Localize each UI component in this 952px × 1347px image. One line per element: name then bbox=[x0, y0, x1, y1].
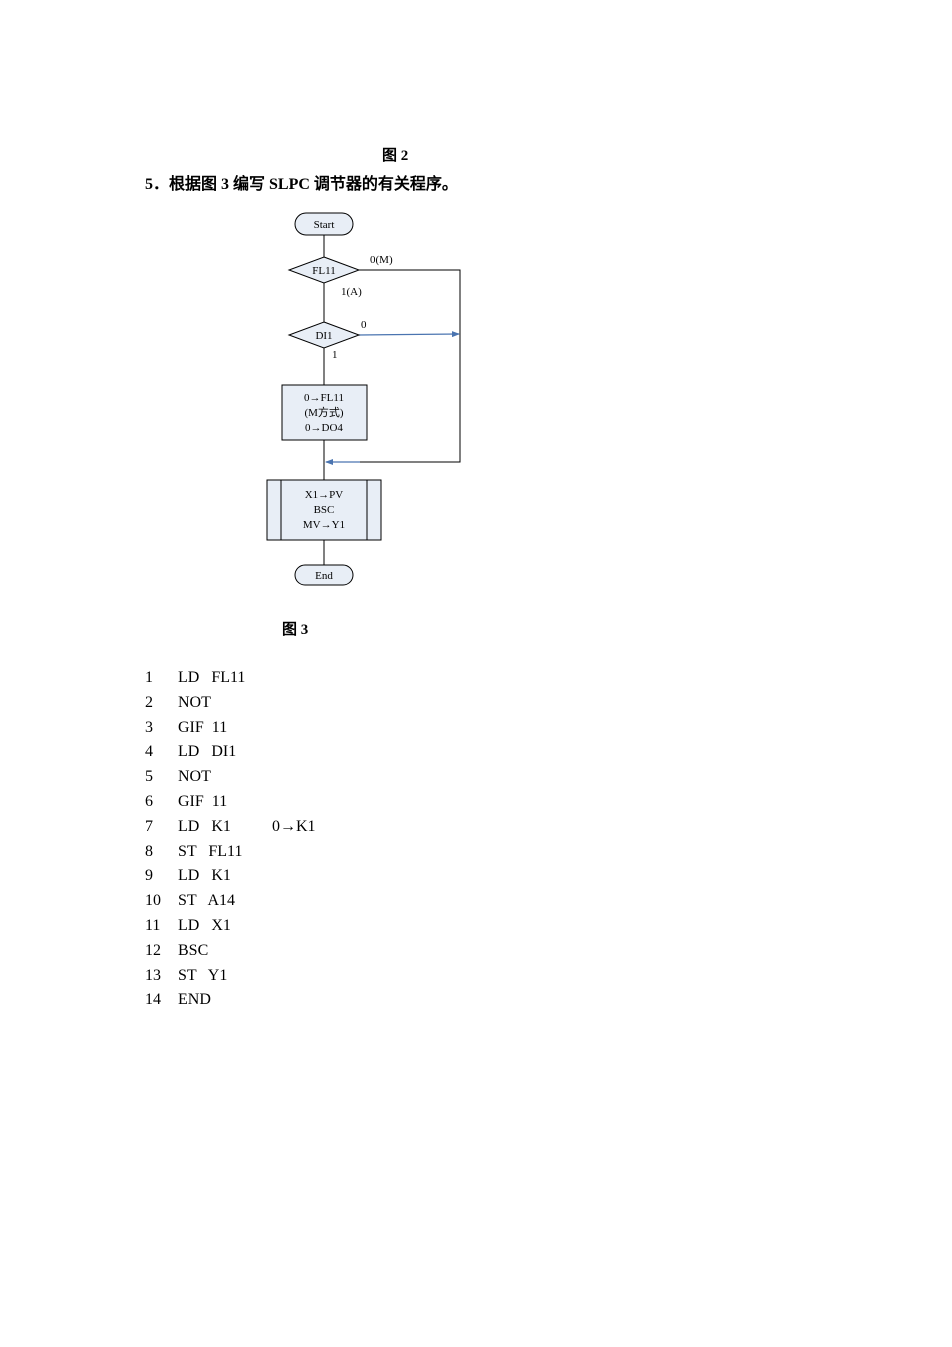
end-label: End bbox=[315, 570, 333, 582]
line-number: 10 bbox=[145, 892, 161, 910]
instruction: ST FL11 bbox=[178, 842, 243, 860]
line-number: 2 bbox=[145, 693, 153, 711]
line-number: 12 bbox=[145, 941, 161, 959]
instruction: GIF 11 bbox=[178, 792, 228, 810]
decision-di1-right-label: 0 bbox=[361, 319, 367, 331]
line-number: 8 bbox=[145, 842, 153, 860]
instruction: LD K1 bbox=[178, 817, 231, 835]
instruction: LD FL11 bbox=[178, 669, 246, 686]
line-number: 9 bbox=[145, 867, 153, 885]
decision-fl11-down-label: 1(A) bbox=[341, 286, 362, 298]
line-number: 7 bbox=[145, 817, 153, 835]
process-bsc-line-3: MV→Y1 bbox=[303, 519, 345, 531]
line-number: 14 bbox=[145, 991, 161, 1009]
decision-di1-label: DI1 bbox=[315, 330, 332, 342]
decision-di1-down-label: 1 bbox=[332, 349, 338, 361]
figure-3-caption: 图 3 bbox=[282, 622, 309, 638]
instruction: LD X1 bbox=[178, 916, 231, 934]
process-set-manual bbox=[281, 384, 368, 441]
process-bsc-line-1: X1→PV bbox=[305, 489, 344, 501]
branch-fl11-m-path bbox=[328, 269, 461, 463]
figure-2-caption: 图 2 bbox=[382, 148, 409, 164]
decision-fl11-right-label: 0(M) bbox=[370, 254, 393, 266]
instruction: LD DI1 bbox=[178, 743, 237, 761]
flowchart: Start FL11 0(M) 1(A) DI1 0 1 0→FL11 (M方式… bbox=[266, 212, 461, 586]
process-set-manual-line-3: 0→DO4 bbox=[305, 422, 343, 434]
line-number: 5 bbox=[145, 768, 153, 786]
instruction: ST A14 bbox=[178, 892, 236, 910]
line-number: 6 bbox=[145, 792, 153, 810]
end-terminal bbox=[294, 564, 354, 586]
process-bsc-line-2: BSC bbox=[314, 504, 335, 516]
line-number: 4 bbox=[145, 743, 153, 761]
start-label: Start bbox=[314, 219, 335, 231]
process-set-manual-line-2: (M方式) bbox=[304, 405, 343, 419]
instruction: GIF 11 bbox=[178, 718, 228, 736]
instruction: ST Y1 bbox=[178, 966, 228, 984]
instruction-comment: 0→K1 bbox=[272, 817, 316, 835]
line-number: 1 bbox=[145, 669, 153, 686]
process-bsc bbox=[266, 479, 382, 541]
instruction: END bbox=[178, 991, 211, 1009]
line-number: 3 bbox=[145, 718, 153, 736]
process-set-manual-line-1: 0→FL11 bbox=[304, 392, 344, 404]
line-number: 11 bbox=[145, 916, 161, 934]
line-number: 13 bbox=[145, 966, 161, 984]
instruction: LD K1 bbox=[178, 867, 231, 885]
start-terminal bbox=[294, 212, 354, 236]
decision-fl11 bbox=[287, 256, 361, 284]
instruction: BSC bbox=[178, 941, 209, 959]
decision-di1 bbox=[287, 321, 361, 349]
question-text: 5．根据图 3 编写 SLPC 调节器的有关程序。 bbox=[145, 176, 458, 193]
instruction: NOT bbox=[178, 768, 211, 786]
instruction: NOT bbox=[178, 693, 211, 711]
branch-di1-0-arrow bbox=[358, 331, 460, 338]
decision-fl11-label: FL11 bbox=[312, 265, 335, 277]
